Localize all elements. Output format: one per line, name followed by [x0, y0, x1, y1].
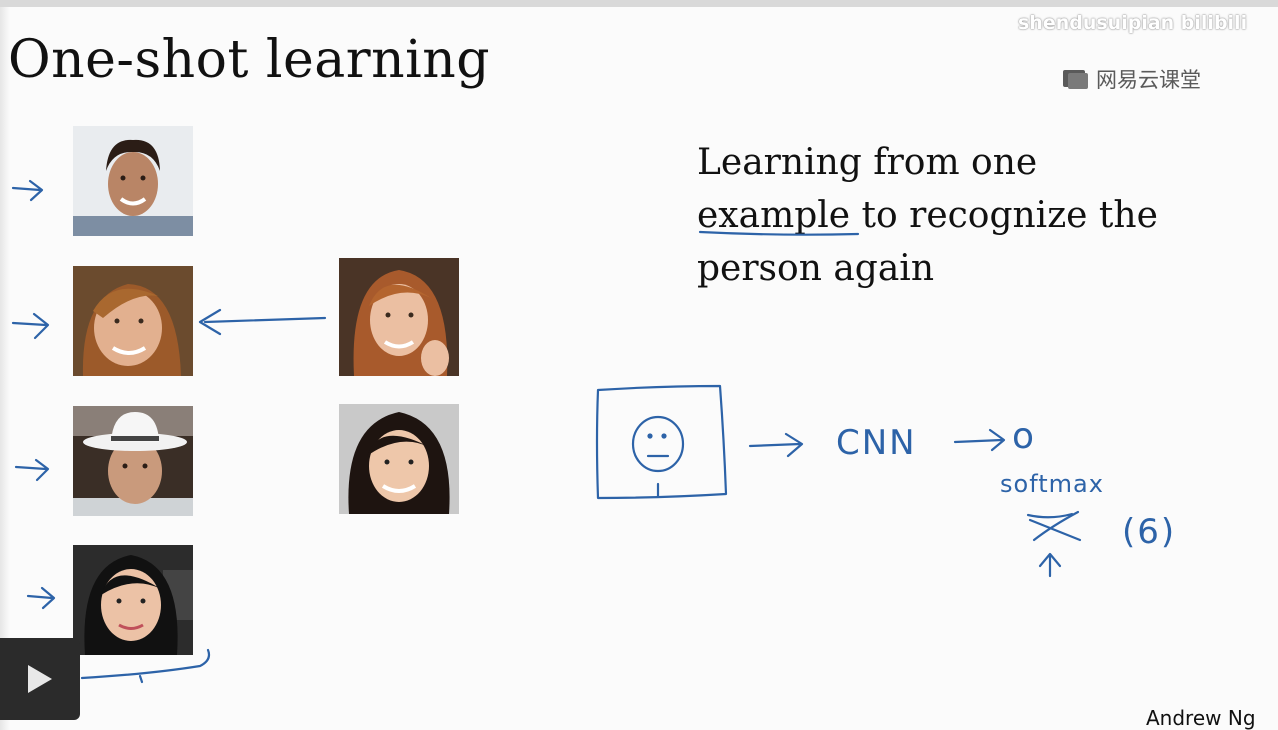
author-name: Andrew Ng [1146, 706, 1256, 730]
play-button[interactable] [0, 638, 80, 720]
publisher-name: 网易云课堂 [1096, 68, 1201, 92]
arrow-icon [11, 312, 50, 340]
top-divider [0, 0, 1278, 7]
up-arrow-icon [1038, 552, 1062, 578]
play-icon [28, 665, 52, 693]
crossed-out-mark [1026, 510, 1082, 542]
definition-line-2-rest: to recognize the [850, 195, 1158, 236]
arrow-icon [748, 432, 804, 458]
definition-text: Learning from one example to recognize t… [697, 136, 1237, 295]
person-2-face [73, 266, 193, 376]
count-label: (6) [1122, 512, 1177, 552]
input-box [595, 384, 728, 500]
query-face-2 [339, 404, 459, 514]
publisher-logo: 网易云课堂 [1062, 64, 1201, 94]
query-face-1 [339, 258, 459, 376]
publisher-icon [1062, 67, 1090, 91]
arrow-icon [953, 428, 1006, 452]
watermark: shendusuipian bilibili [1018, 12, 1248, 34]
person-1-face [73, 126, 193, 236]
output-label: o [1012, 416, 1037, 457]
person-3-face [73, 406, 193, 516]
page-title: One-shot learning [8, 30, 491, 90]
match-arrow-icon [198, 308, 327, 336]
arrow-icon [11, 179, 44, 202]
definition-line-2: example to recognize the [697, 189, 1237, 242]
arrow-icon [26, 586, 56, 610]
cnn-label: CNN [836, 423, 917, 463]
sketch-face-icon [631, 415, 685, 473]
left-edge-shadow [0, 7, 10, 730]
softmax-label: softmax [1000, 470, 1104, 498]
underlined-word: example [697, 195, 851, 236]
person-4-face [73, 545, 193, 655]
arrow-icon [14, 458, 50, 482]
definition-line-3: person again [697, 248, 935, 289]
definition-line-1: Learning from one [697, 142, 1038, 183]
